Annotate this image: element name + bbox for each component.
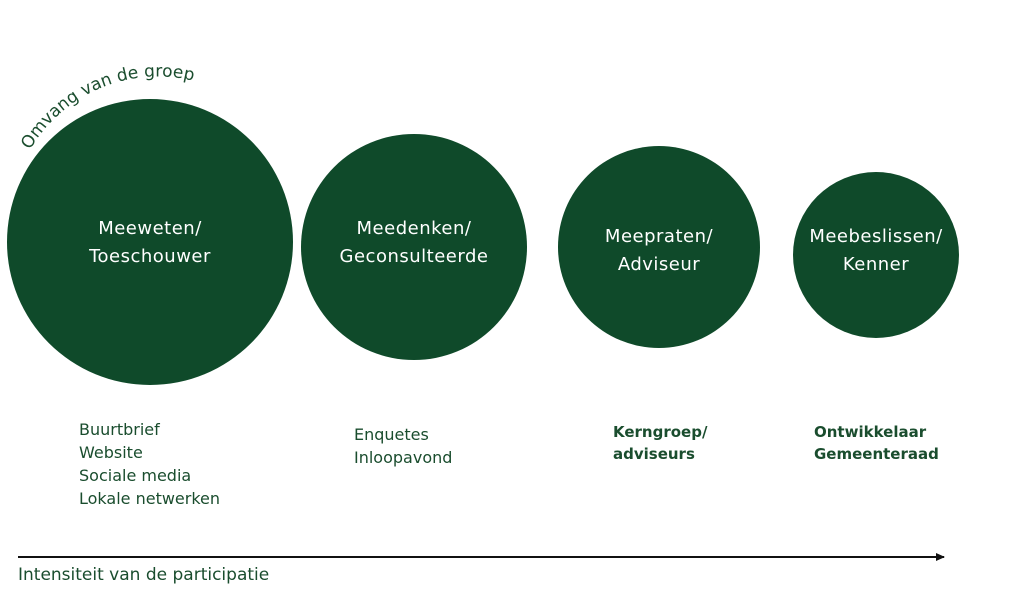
list-item: Sociale media	[79, 466, 192, 485]
stage-meeweten: Meeweten/ Toeschouwer	[7, 99, 293, 385]
list-item: Lokale netwerken	[79, 489, 221, 508]
stage-title: Meepraten/	[605, 226, 714, 247]
stage-role: Adviseur	[618, 254, 700, 275]
stage-circle	[793, 172, 959, 338]
stage-circle	[301, 134, 527, 360]
stage-role: Kenner	[843, 254, 909, 275]
stage-title: Meedenken/	[357, 218, 472, 239]
stage-examples-meepraten: Kerngroep/ adviseurs	[613, 421, 707, 465]
stage-title: Meebeslissen/	[809, 226, 943, 247]
stage-role: Toeschouwer	[88, 246, 211, 267]
stage-examples-meedenken: Enquetes Inloopavond	[354, 423, 452, 469]
list-item: Ontwikkelaar	[814, 423, 927, 441]
stage-circle	[558, 146, 760, 348]
stage-role: Geconsulteerde	[340, 246, 489, 267]
list-item: Gemeenteraad	[814, 445, 939, 463]
list-item: adviseurs	[613, 445, 695, 463]
stage-circle	[7, 99, 293, 385]
axis-label: Intensiteit van de participatie	[18, 565, 270, 585]
stage-examples-meeweten: Buurtbrief Website Sociale media Lokale …	[79, 418, 220, 510]
list-item: Website	[79, 443, 143, 462]
stage-meepraten: Meepraten/ Adviseur	[558, 146, 760, 348]
list-item: Inloopavond	[354, 448, 453, 467]
list-item: Kerngroep/	[613, 423, 708, 441]
stage-meebeslissen: Meebeslissen/ Kenner	[793, 172, 959, 338]
stage-title: Meeweten/	[98, 218, 202, 239]
stage-meedenken: Meedenken/ Geconsulteerde	[301, 134, 527, 360]
list-item: Buurtbrief	[79, 420, 160, 439]
list-item: Enquetes	[354, 425, 429, 444]
stage-examples-meebeslissen: Ontwikkelaar Gemeenteraad	[814, 421, 939, 465]
